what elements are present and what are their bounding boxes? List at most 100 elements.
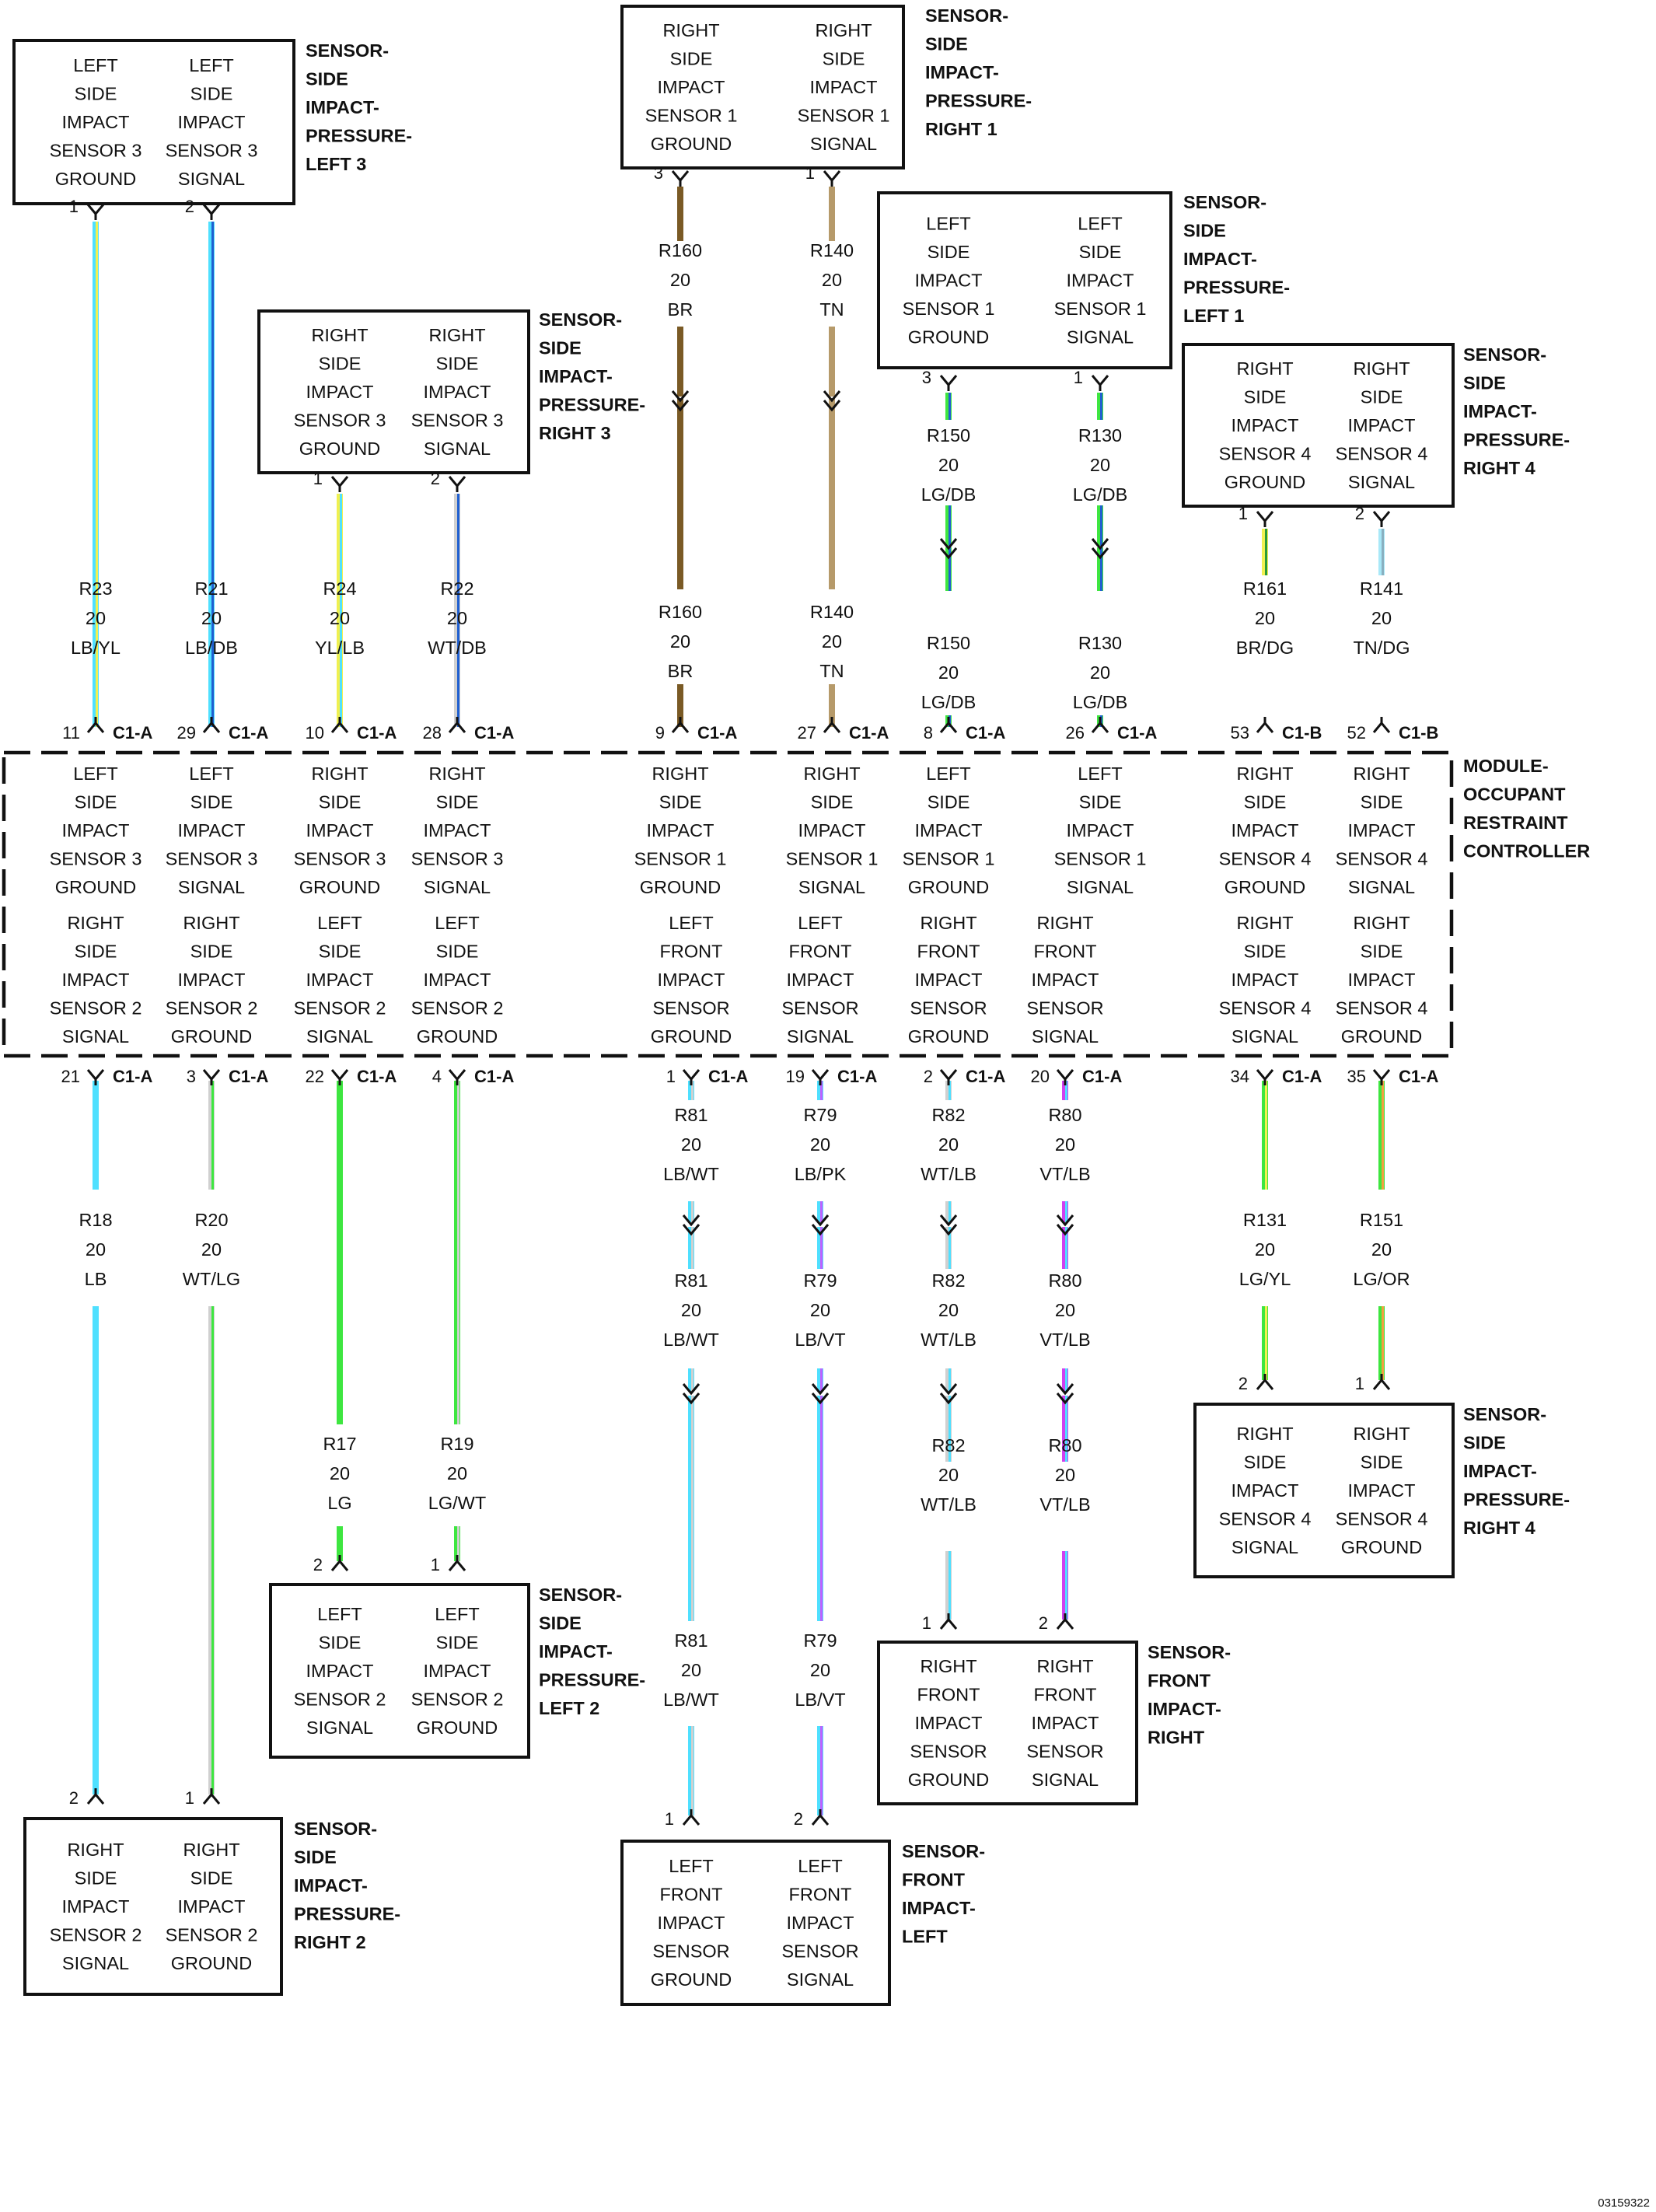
sensor-pin-function: GROUND [651, 1969, 732, 1990]
wire-gauge-label: 20 [938, 662, 959, 683]
inline-connector [811, 1383, 830, 1405]
module-pin-function-bottom: LEFT [669, 913, 713, 933]
wire-segment [93, 1081, 99, 1190]
wire-tracer [949, 1227, 951, 1269]
module-pin-function-top: RIGHT [1236, 764, 1293, 784]
module-pin-function-top: SENSOR 4 [1336, 849, 1428, 869]
wire-color-label: LG/DB [921, 484, 976, 505]
inline-connector [811, 1214, 830, 1236]
sensor-component-title: SENSOR- [1463, 344, 1546, 365]
module-pin-number: 26 [1066, 723, 1085, 743]
module-title-line: RESTRAINT [1463, 812, 1568, 833]
sensor-component-title: SIDE [539, 338, 582, 358]
wire-tracer [1382, 1081, 1384, 1190]
sensor-component-box [1182, 343, 1455, 508]
module-pin-number: 8 [924, 723, 933, 743]
pin-terminal [448, 1069, 466, 1085]
pin-terminal [939, 1069, 958, 1085]
wire-gauge-label: 20 [330, 608, 350, 628]
component-pin-number: 1 [1239, 504, 1248, 523]
sensor-component-box [1193, 1403, 1455, 1578]
module-connector-id: C1-A [966, 723, 1005, 743]
wire-segment [829, 327, 835, 397]
wire-circuit-label: R18 [79, 1210, 112, 1230]
sensor-pin-function: IMPACT [1347, 1480, 1415, 1501]
wire-gauge-label: 20 [201, 1239, 222, 1260]
module-connector-id: C1-A [357, 1067, 397, 1086]
inline-connector [939, 1214, 958, 1236]
sensor-pin-function: SENSOR 4 [1336, 444, 1428, 464]
sensor-pin-function: LEFT [73, 55, 117, 75]
pin-terminal [1372, 1374, 1391, 1390]
sensor-component-title: PRESSURE- [1463, 430, 1570, 450]
sensor-pin-function: RIGHT [1353, 1424, 1410, 1444]
module-connector-id: C1-A [837, 1067, 877, 1086]
pin-terminal [448, 717, 466, 733]
module-connector-id: C1-A [474, 1067, 514, 1086]
sensor-pin-function: GROUND [417, 1718, 498, 1738]
wire-color-label: LB/VT [795, 1330, 845, 1350]
wire-circuit-label: R80 [1048, 1105, 1081, 1125]
sensor-pin-function: SIDE [1361, 387, 1403, 407]
sensor-pin-function: SENSOR 3 [166, 141, 258, 161]
module-pin-function-top: SIDE [928, 792, 970, 812]
sensor-pin-function: LEFT [317, 1604, 362, 1624]
wire-circuit-label: R80 [1048, 1270, 1081, 1291]
wire-circuit-label: R161 [1243, 578, 1287, 599]
sensor-component-title: SIDE [1463, 373, 1506, 393]
sensor-pin-function: SIDE [75, 84, 117, 104]
wire-gauge-label: 20 [822, 270, 842, 290]
module-pin-function-top: IMPACT [1231, 820, 1298, 840]
module-pin-function-top: SIDE [75, 792, 117, 812]
sensor-component-title: IMPACT- [1148, 1699, 1221, 1719]
module-pin-function-top: SIDE [1361, 792, 1403, 812]
component-pin-number: 2 [794, 1809, 803, 1829]
sensor-component-title: LEFT 2 [539, 1698, 599, 1718]
sensor-pin-function: FRONT [660, 1885, 723, 1905]
wire-color-label: YL/LB [315, 638, 365, 658]
sensor-pin-function: IMPACT [1066, 271, 1134, 291]
sensor-pin-function: SIDE [1244, 387, 1287, 407]
sensor-component-title: SENSOR- [306, 40, 389, 61]
module-pin-number: 2 [924, 1067, 933, 1086]
module-pin-function-bottom: SENSOR 2 [50, 998, 142, 1019]
sensor-pin-function: RIGHT [183, 1840, 239, 1860]
pin-terminal [1372, 1069, 1391, 1085]
sensor-pin-function: SIGNAL [306, 1718, 373, 1738]
wire-tracer [1100, 505, 1102, 546]
module-pin-function-bottom: IMPACT [1031, 970, 1099, 990]
sensor-pin-function: GROUND [908, 327, 989, 348]
module-pin-number: 28 [423, 723, 442, 743]
module-connector-id: C1-A [357, 723, 397, 743]
module-connector-id: C1-B [1282, 723, 1322, 743]
sensor-pin-function: LEFT [1078, 214, 1122, 234]
sensor-component-box [620, 5, 905, 169]
sensor-pin-function: GROUND [55, 169, 136, 189]
sensor-pin-function: SENSOR 2 [166, 1925, 258, 1945]
sensor-component-title: SENSOR- [1148, 1642, 1231, 1662]
module-title-line: OCCUPANT [1463, 785, 1566, 805]
wire-circuit-label: R130 [1078, 633, 1122, 653]
sensor-pin-function: SIGNAL [1232, 1537, 1298, 1557]
module-connector-id: C1-A [1399, 1067, 1438, 1086]
sensor-pin-function: SENSOR 3 [50, 141, 142, 161]
pin-terminal [682, 1809, 700, 1826]
wire-tracer [96, 222, 98, 727]
sensor-pin-function: RIGHT [1236, 358, 1293, 379]
sensor-component-title: LEFT 3 [306, 154, 366, 174]
wire-gauge-label: 20 [1090, 662, 1110, 683]
module-pin-number: 19 [786, 1067, 805, 1086]
pin-terminal [202, 1788, 221, 1805]
module-pin-function-bottom: SENSOR 2 [411, 998, 504, 1019]
wire-circuit-label: R22 [440, 578, 473, 599]
module-pin-number: 52 [1347, 723, 1366, 743]
pin-terminal [86, 1788, 105, 1805]
module-pin-number: 10 [306, 723, 324, 743]
module-pin-function-top: RIGHT [311, 764, 368, 784]
module-pin-function-top: RIGHT [428, 764, 485, 784]
wire-color-label: LB/PK [795, 1164, 847, 1184]
